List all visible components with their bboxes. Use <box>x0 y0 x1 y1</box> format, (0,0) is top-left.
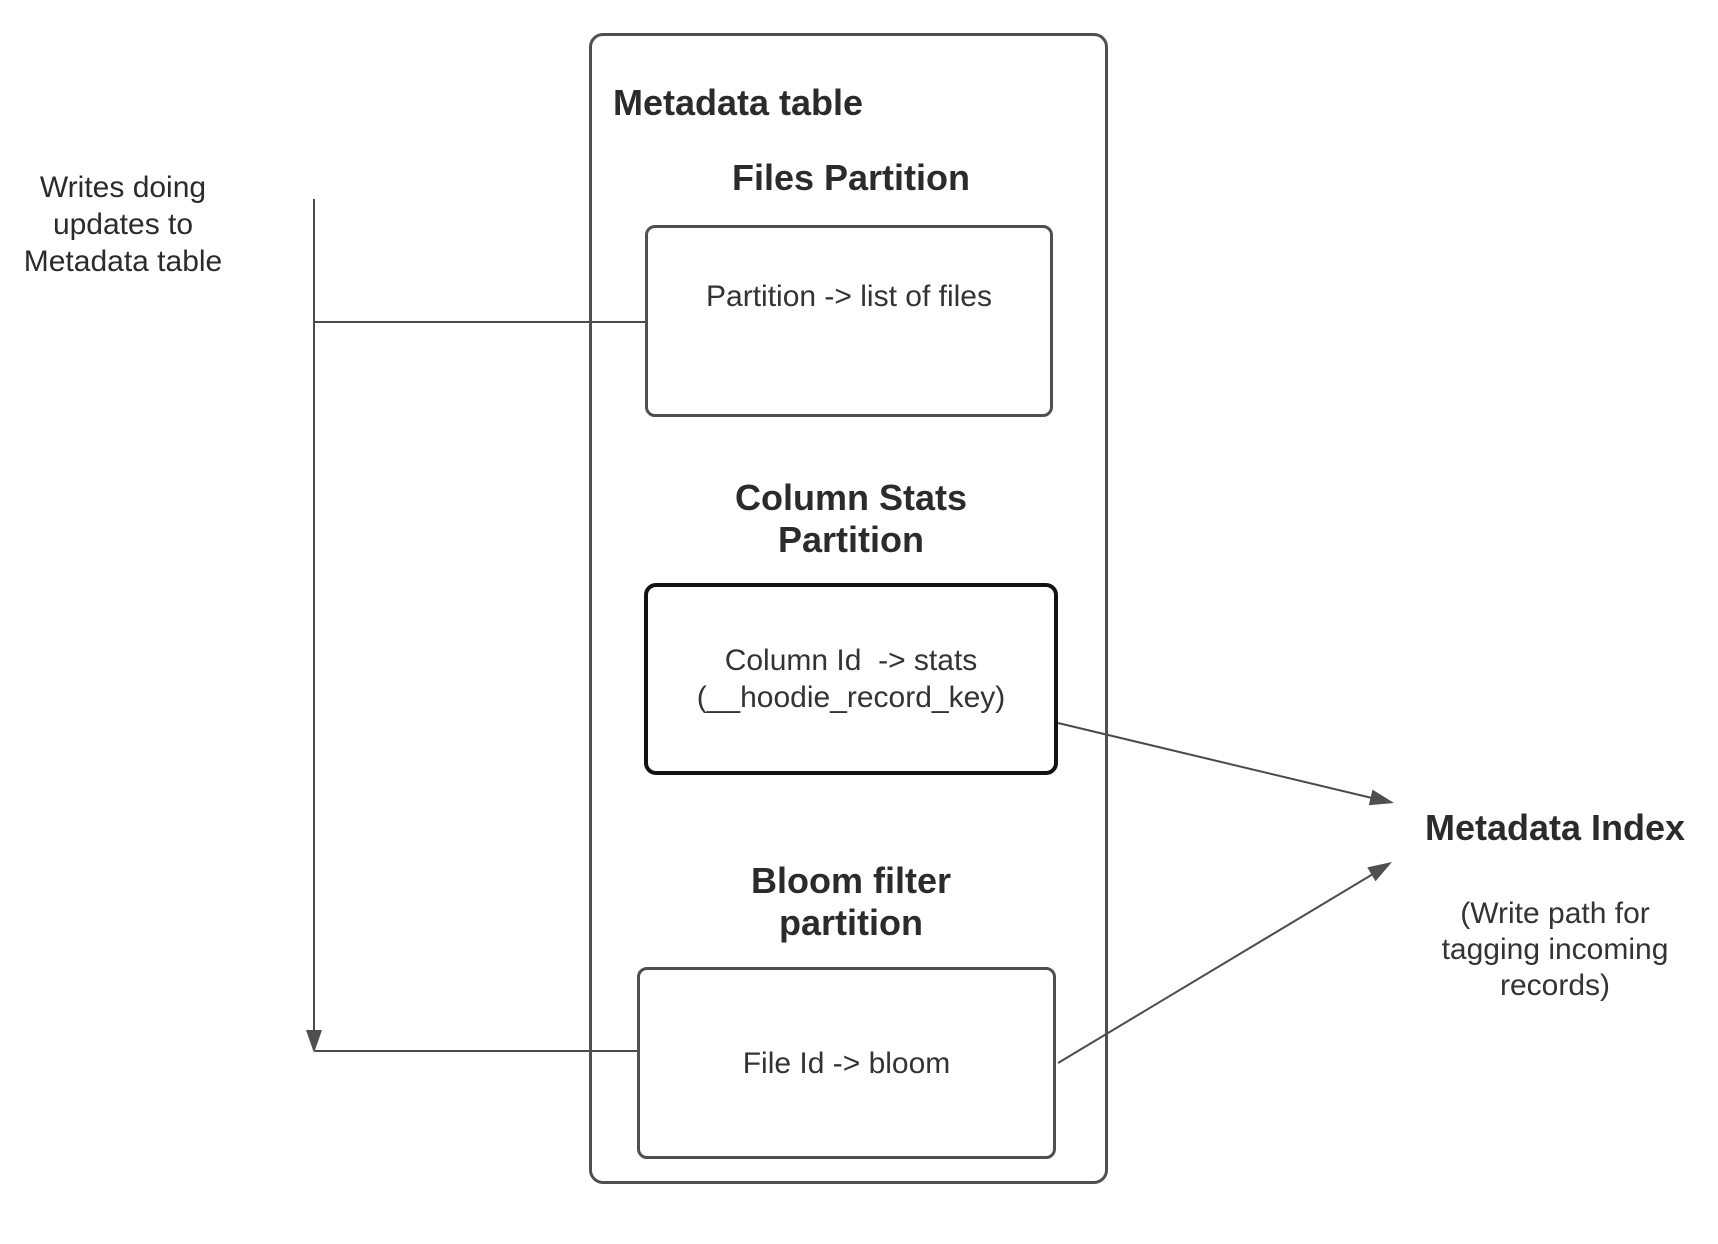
metadata-table-box <box>589 33 1108 1184</box>
column-stats-partition-box: Column Id -> stats (__hoodie_record_key) <box>644 583 1058 775</box>
writes-updates-note-line: Writes doing <box>39 171 207 204</box>
metadata-index-title: Metadata Index <box>1424 807 1686 848</box>
files-partition-heading: Files Partition <box>731 157 971 198</box>
files-partition-box: Partition -> list of files <box>645 225 1053 417</box>
metadata-index-subtitle: (Write path for tagging incoming records… <box>1403 896 1707 1004</box>
up-right-arrowhead-icon <box>1367 862 1392 882</box>
column-stats-record-key: (__hoodie_record_key) <box>696 681 1006 714</box>
down-arrowhead-icon <box>306 1030 322 1053</box>
writes-updates-note-line: updates to <box>52 208 194 241</box>
column-stats-mapping: Column Id -> stats <box>724 644 978 677</box>
writes-updates-note: Writes doing updates to Metadata table <box>15 169 231 280</box>
metadata-table-title: Metadata table <box>613 82 864 123</box>
bloom-filter-heading-line: partition <box>779 902 923 943</box>
right-arrowhead-icon <box>1368 789 1394 806</box>
metadata-index-subtitle-line: records) <box>1499 969 1611 1002</box>
column-stats-heading-line: Partition <box>777 519 924 560</box>
metadata-index-subtitle-line: tagging incoming <box>1441 933 1669 966</box>
column-stats-partition-heading: Column Stats Partition <box>645 477 1057 561</box>
bloom-filter-partition-box: File Id -> bloom <box>637 967 1056 1159</box>
column-stats-heading-line: Column Stats <box>734 477 967 518</box>
writes-updates-note-line: Metadata table <box>23 245 223 278</box>
bloom-filter-mapping: File Id -> bloom <box>742 1046 951 1080</box>
bloom-filter-heading-line: Bloom filter <box>750 860 951 901</box>
files-partition-mapping: Partition -> list of files <box>706 279 992 313</box>
bloom-filter-partition-heading: Bloom filter partition <box>645 860 1057 944</box>
metadata-index-subtitle-line: (Write path for <box>1460 897 1650 930</box>
